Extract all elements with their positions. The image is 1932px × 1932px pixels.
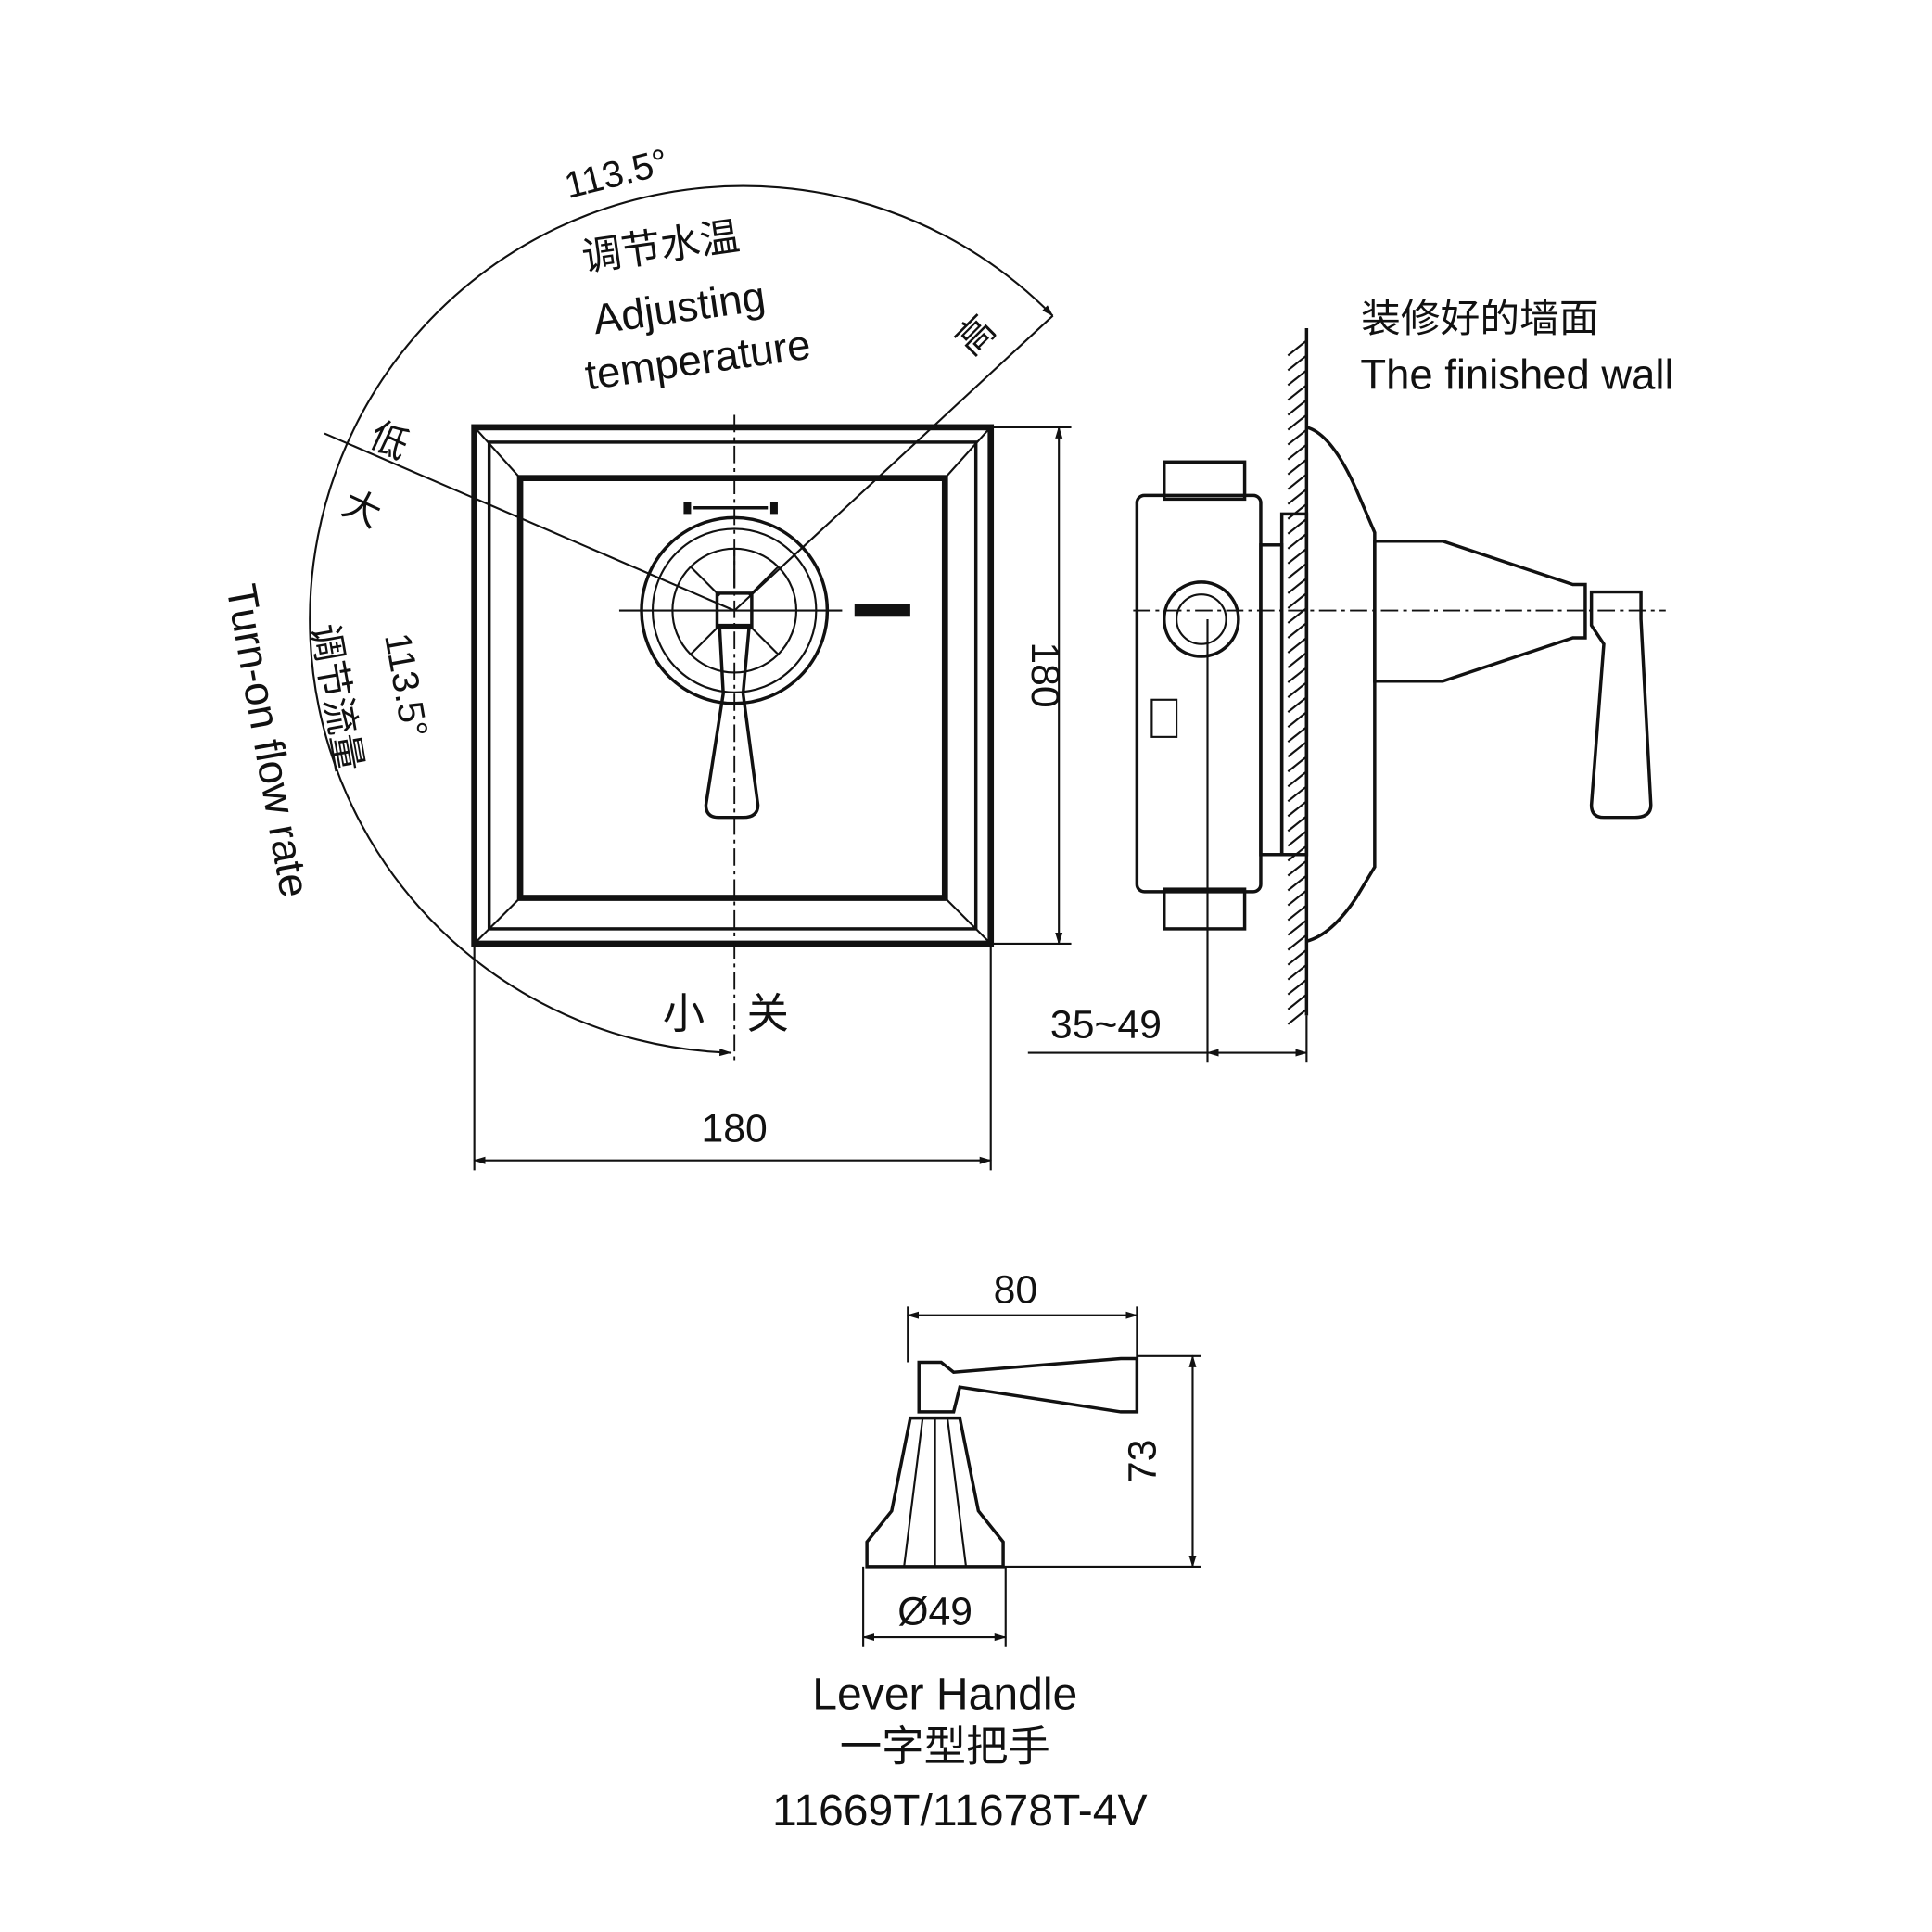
temp-cn-label: 调节水温: [579, 213, 743, 281]
valve-body: [1135, 460, 1309, 931]
c-h-indicator: [683, 502, 778, 515]
cover-plate-inner: [516, 475, 948, 901]
handle-base-side: [1373, 540, 1587, 683]
bevel-corners: [476, 428, 989, 943]
high-label: 高: [947, 308, 1004, 364]
wall-cn-label: 装修好的墙面: [1361, 296, 1598, 342]
low-temp-line: [324, 432, 735, 612]
height-dim-text: 180: [1023, 642, 1067, 707]
angle-left-label: 113.5°: [376, 630, 435, 741]
depth-dim-text: 35~49: [1050, 1002, 1162, 1047]
handle-detail: 80 73 Ø49 Lever Handle 一字型把手 11669T/1167…: [772, 1267, 1201, 1836]
angle-top-label: 113.5°: [561, 142, 673, 207]
flow-cn-label: 调节流量: [302, 621, 370, 775]
trim-flange: [1305, 426, 1377, 943]
small-label: 小: [663, 989, 705, 1038]
logo-mark: [854, 604, 910, 617]
cover-plate-outer: [471, 424, 995, 947]
lever: [917, 1356, 1139, 1414]
diameter-dim-text: Ø49: [897, 1590, 972, 1634]
handle-title-cn: 一字型把手: [840, 1722, 1050, 1772]
lever-handle-front: [704, 623, 760, 820]
side-view: 装修好的墙面 The finished wall 35~49: [1027, 296, 1674, 1063]
dial-escutcheon: [640, 515, 830, 705]
wall-en-label: The finished wall: [1360, 350, 1673, 398]
wall-hatching: [1287, 339, 1308, 1025]
height-dimension: 180: [990, 426, 1072, 946]
width-dimension: 180: [473, 943, 993, 1171]
lever-side: [1589, 590, 1653, 820]
low-label: 低: [363, 414, 415, 469]
cover-plate-bevel: [487, 440, 978, 931]
off-label: 关: [747, 989, 789, 1038]
high-temp-line: [733, 314, 1054, 612]
handle-title-en: Lever Handle: [812, 1670, 1077, 1720]
width-dim-text: 180: [702, 1107, 768, 1151]
large-label: 大: [336, 482, 388, 537]
front-view: 113.5° 调节水温 Adjusting temperature 高 低 大 …: [217, 142, 1072, 1171]
height-dim-text: 73: [1120, 1440, 1164, 1484]
length-dim-text: 80: [994, 1267, 1038, 1312]
model-number: 11669T/11678T-4V: [772, 1786, 1148, 1836]
rotation-arc: [309, 184, 1054, 1057]
